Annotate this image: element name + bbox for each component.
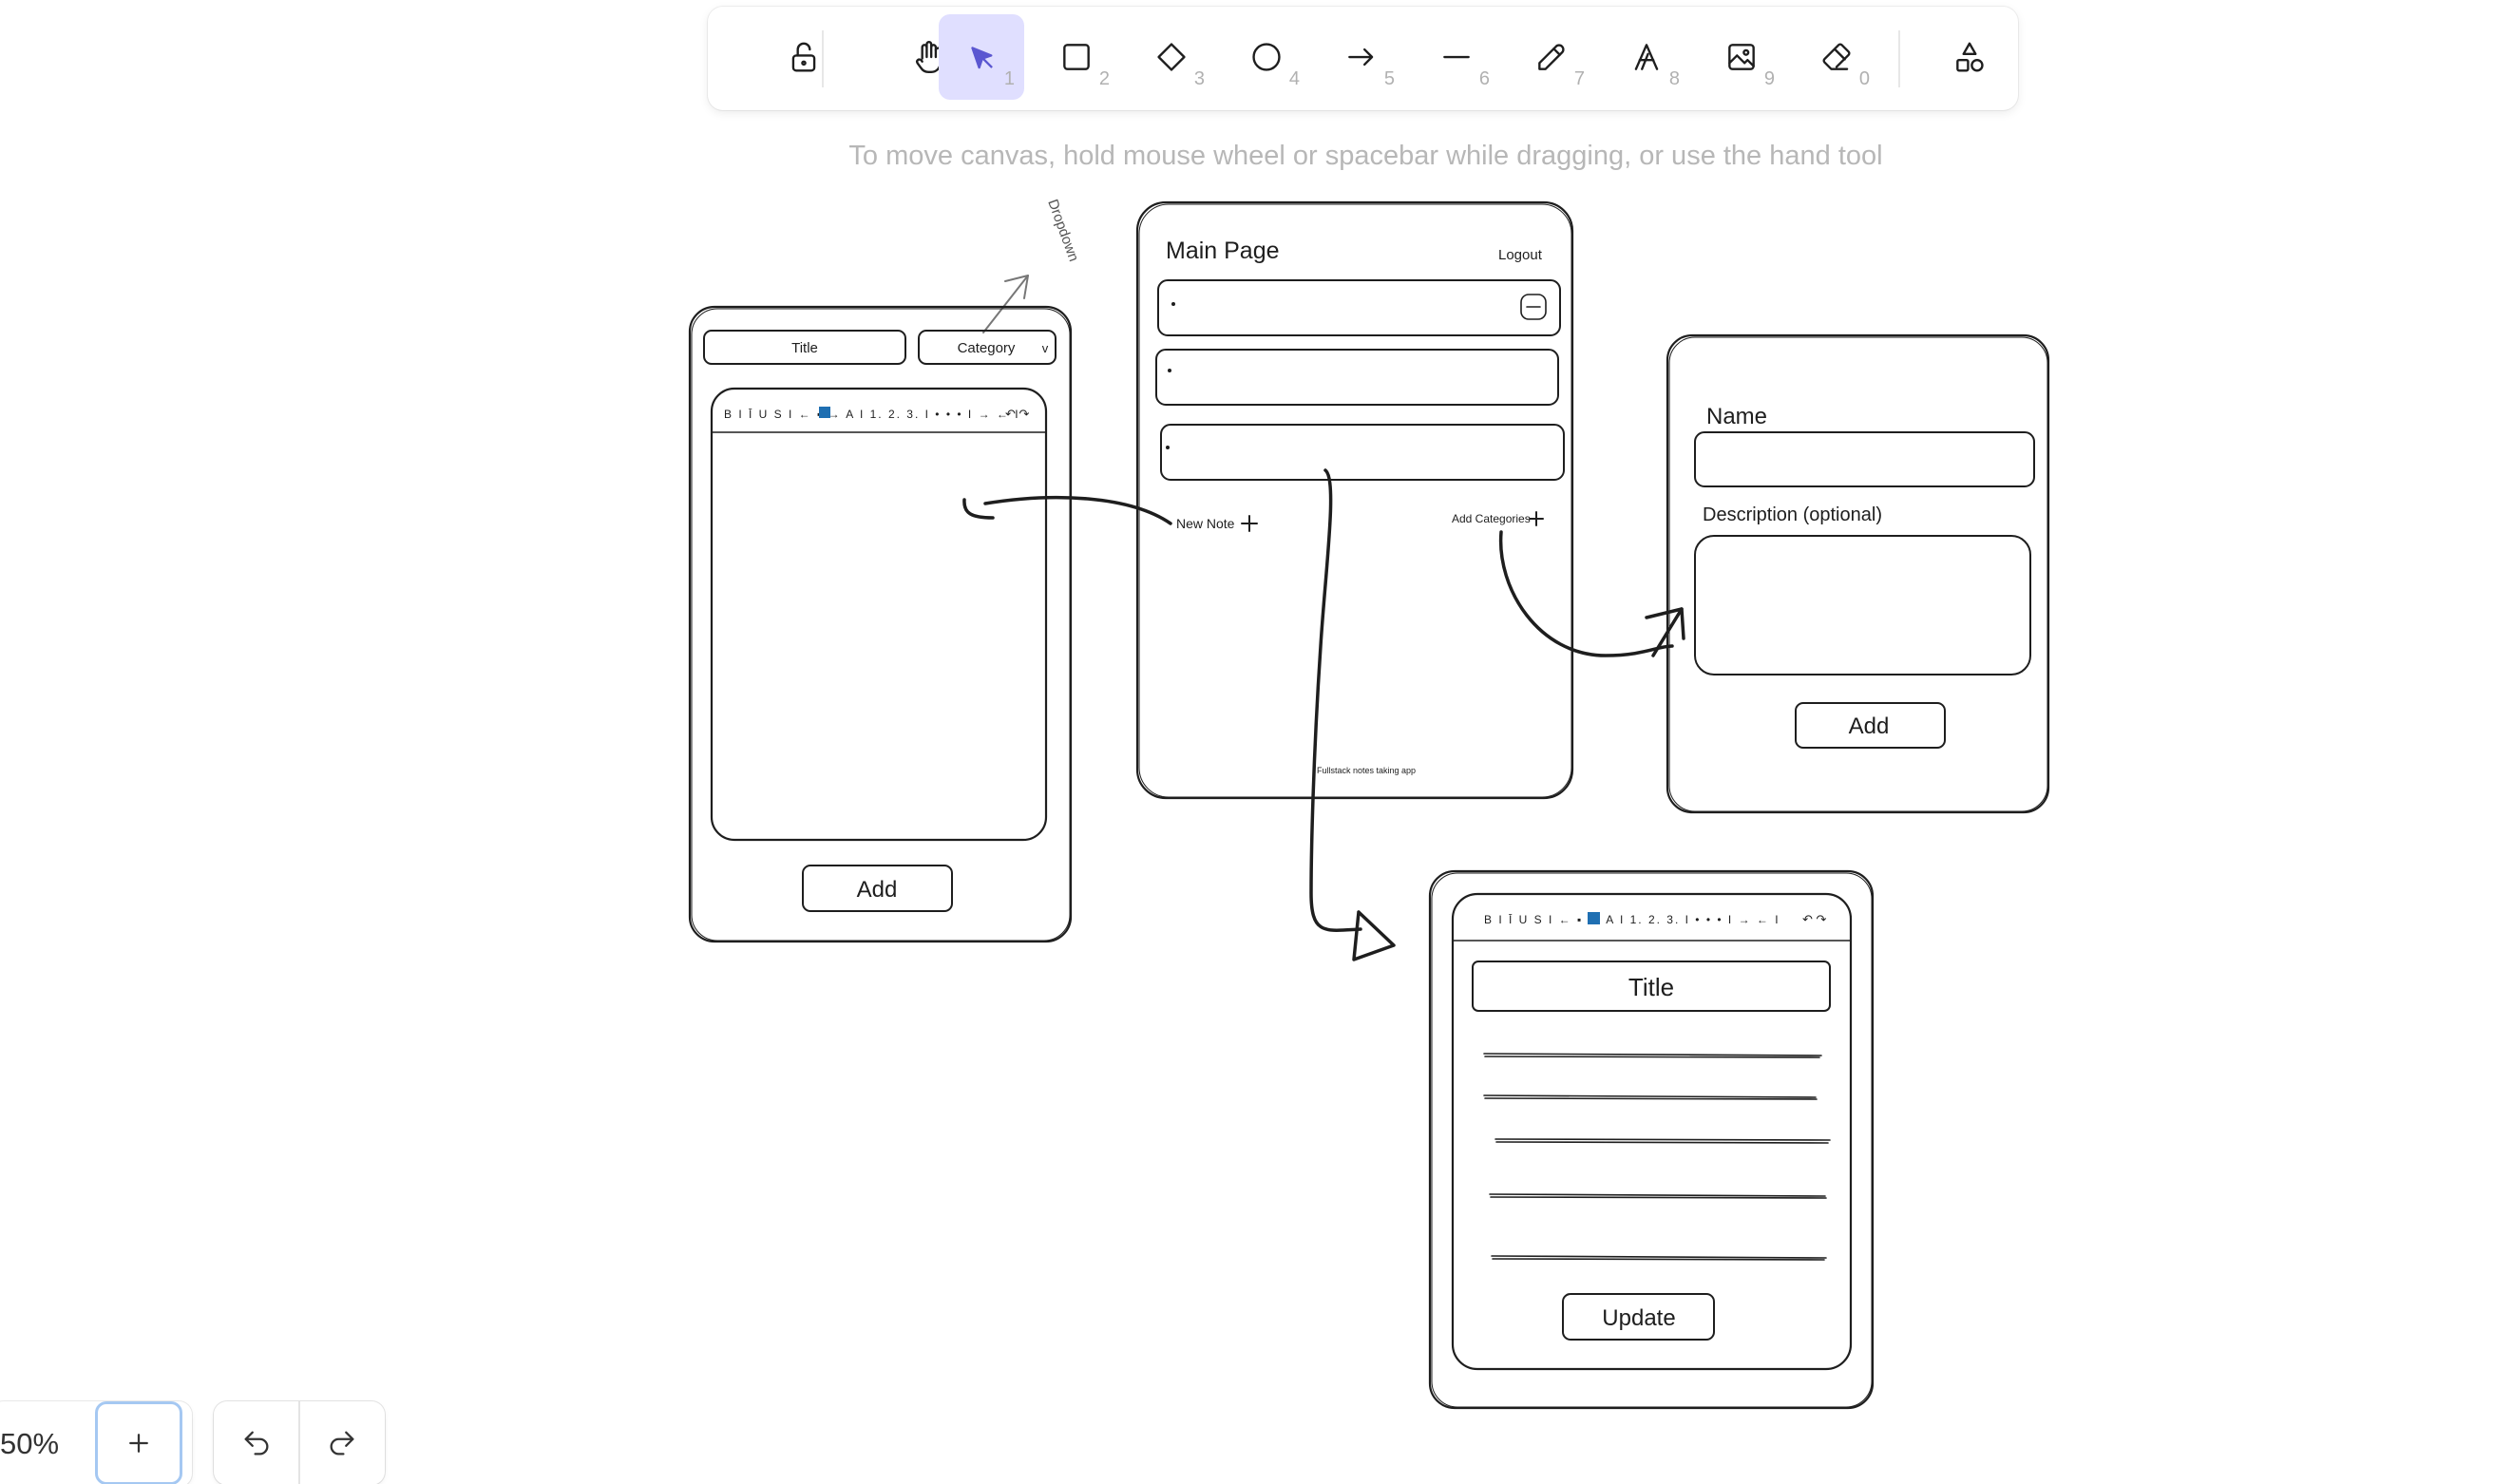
- main-page-wireframe[interactable]: Main Page Logout New Note Add Categories…: [1135, 200, 1574, 800]
- arrow-right-icon: [1348, 48, 1374, 67]
- rectangle-tool-button[interactable]: 2: [1034, 14, 1119, 100]
- add-note-button-label: Add: [857, 877, 898, 903]
- shortcut-key: 1: [1003, 68, 1015, 89]
- flow-arrows[interactable]: [962, 468, 1685, 961]
- editor-toolbar: B I Ī U S I ← ▪ → A I 1. 2. 3. I • • • I…: [1484, 913, 1780, 926]
- selection-tool-button[interactable]: 1: [939, 14, 1024, 100]
- undo-redo-icons: ↶ ↷: [1802, 912, 1827, 926]
- shortcut-key: 5: [1383, 68, 1395, 89]
- image-tool-button[interactable]: 9: [1699, 14, 1784, 100]
- redo-button[interactable]: [299, 1401, 385, 1484]
- line-tool-button[interactable]: 6: [1414, 14, 1499, 100]
- redo-icon: [330, 1431, 354, 1455]
- shortcut-key: 4: [1288, 68, 1300, 89]
- undo-button[interactable]: [214, 1401, 299, 1484]
- lock-tool-button[interactable]: [761, 14, 847, 100]
- square-icon: [1063, 44, 1090, 70]
- main-page-title: Main Page: [1166, 238, 1280, 264]
- category-wireframe[interactable]: Name Description (optional) Add: [1666, 333, 2050, 814]
- shortcut-key: 8: [1668, 68, 1680, 89]
- main-toolbar: 1 2 3 4 5 6 7 8: [708, 7, 2018, 110]
- diamond-tool-button[interactable]: 3: [1129, 14, 1214, 100]
- ellipse-tool-button[interactable]: 4: [1224, 14, 1309, 100]
- add-categories-label: Add Categories: [1452, 512, 1531, 525]
- category-field-label: Category: [958, 340, 1016, 356]
- circle-icon: [1252, 43, 1281, 71]
- line-icon: [1443, 55, 1470, 59]
- shortcut-key: 9: [1763, 68, 1775, 89]
- new-note-wireframe[interactable]: Title Category v B I Ī U S I ← ▪ → A I 1…: [688, 305, 1073, 943]
- name-label: Name: [1706, 404, 1767, 429]
- shortcut-key: 6: [1478, 68, 1490, 89]
- image-icon: [1728, 44, 1755, 70]
- add-category-button-label: Add: [1849, 713, 1890, 739]
- dropdown-label[interactable]: Dropdown: [1044, 198, 1081, 264]
- zoom-controls: 50%: [0, 1401, 192, 1484]
- new-note-label: New Note: [1176, 516, 1235, 531]
- logout-label: Logout: [1498, 247, 1543, 263]
- title-field-label: Title: [791, 340, 818, 356]
- history-controls: [214, 1401, 385, 1484]
- shortcut-key: 0: [1858, 68, 1870, 89]
- edit-note-wireframe[interactable]: B I Ī U S I ← ▪ → A I 1. 2. 3. I • • • I…: [1428, 869, 1875, 1410]
- eraser-icon: [1822, 43, 1851, 70]
- description-label: Description (optional): [1703, 504, 1882, 525]
- eraser-tool-button[interactable]: 0: [1794, 14, 1879, 100]
- text-icon: [1634, 44, 1659, 70]
- edit-title-label: Title: [1628, 973, 1674, 1001]
- pencil-icon: [1538, 44, 1565, 70]
- shortcut-key: 2: [1098, 68, 1110, 89]
- shapes-icon: [1956, 42, 1984, 72]
- canvas-hint: To move canvas, hold mouse wheel or spac…: [848, 141, 1883, 171]
- text-tool-button[interactable]: 8: [1604, 14, 1689, 100]
- undo-redo-icons: ↶ ↷: [1005, 407, 1030, 421]
- footer-caption: Fullstack notes taking app: [1317, 766, 1416, 775]
- zoom-in-button[interactable]: [95, 1401, 182, 1484]
- zoom-level[interactable]: 50%: [0, 1427, 60, 1460]
- plus-icon: [129, 1434, 148, 1453]
- draw-tool-button[interactable]: 7: [1509, 14, 1594, 100]
- lock-open-icon: [791, 42, 816, 72]
- update-button-label: Update: [1602, 1305, 1675, 1331]
- shortcut-key: 3: [1193, 68, 1205, 89]
- arrow-tool-button[interactable]: 5: [1319, 14, 1404, 100]
- more-shapes-button[interactable]: [1927, 14, 2012, 100]
- pointer-icon: [971, 47, 993, 69]
- editor-toolbar: B I Ī U S I ← ▪ → A I 1. 2. 3. I • • • I…: [724, 408, 1020, 421]
- undo-icon: [244, 1431, 269, 1455]
- shortcut-key: 7: [1573, 68, 1585, 89]
- diamond-icon: [1157, 43, 1186, 71]
- dropdown-annotation[interactable]: Dropdown: [982, 198, 1082, 333]
- chevron-down-icon: v: [1042, 341, 1049, 355]
